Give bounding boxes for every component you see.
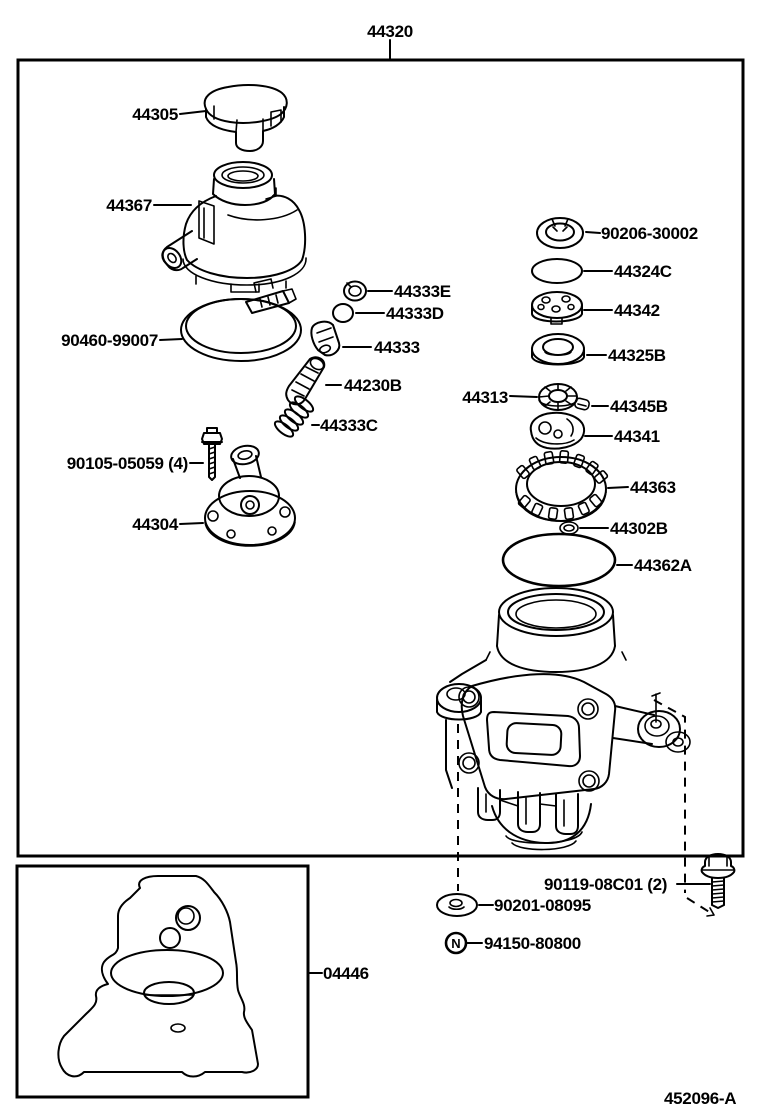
label-washer-90201-08095: 90201-08095 (494, 896, 591, 915)
label-spring-44333c: 44333C (320, 416, 378, 435)
seal-44333e-drawing (343, 280, 367, 302)
label-rotor-44313: 44313 (462, 388, 508, 407)
label-oring-44324c: 44324C (614, 262, 672, 281)
oring-44302b-drawing (559, 521, 579, 535)
spring-drawing (273, 395, 315, 438)
label-snap-ring-90206-30002: 90206-30002 (601, 224, 698, 243)
snap-ring-drawing (536, 217, 584, 249)
pump-body-drawing (436, 587, 691, 851)
front-plate-drawing (529, 411, 586, 450)
label-seal-44333e: 44333E (394, 282, 451, 301)
label-oring-44302b: 44302B (610, 519, 668, 538)
label-oring-44362a: 44362A (634, 556, 692, 575)
rear-plate-drawing (531, 291, 583, 325)
flange-bolt-drawing (201, 427, 223, 481)
bolt-alignment-dashes (457, 699, 715, 917)
label-front-plate-44341: 44341 (614, 427, 660, 446)
rotor-drawing (538, 383, 578, 411)
label-union-44333: 44333 (374, 338, 420, 357)
nut-symbol-drawing: N (444, 931, 468, 955)
label-clamp-90460-99007: 90460-99007 (61, 331, 158, 350)
label-seal-44325b: 44325B (608, 346, 666, 365)
seal-44325b-drawing (531, 333, 585, 366)
label-suction-flange-44304: 44304 (132, 515, 178, 534)
assembly-boundary-box (16, 58, 745, 858)
clamp-drawing (180, 278, 302, 362)
label-vane-44345b: 44345B (610, 397, 668, 416)
label-reservoir-44367: 44367 (106, 196, 152, 215)
reservoir-drawing (161, 161, 307, 293)
oring-44324c-drawing (531, 258, 583, 284)
label-assembly-44320: 44320 (367, 22, 413, 41)
label-cam-ring-44363: 44363 (630, 478, 676, 497)
label-oring-44333d: 44333D (386, 304, 444, 323)
label-rear-plate-44342: 44342 (614, 301, 660, 320)
oring-44362a-drawing (501, 532, 617, 588)
label-gasket-kit-04446: 04446 (323, 964, 369, 983)
vane-drawing (574, 397, 590, 411)
union-valve-drawing (310, 320, 341, 357)
washer-drawing (436, 893, 478, 917)
cam-ring-drawing (515, 450, 609, 522)
suction-flange-drawing (204, 444, 296, 547)
gasket-kit-box (15, 864, 310, 1099)
label-cap-44305: 44305 (132, 105, 178, 124)
label-mount-bolt-90119-08c01: 90119-08C01 (2) (544, 875, 668, 894)
gasket-kit-drawing (57, 875, 259, 1078)
figure-code: 452096-A (664, 1089, 737, 1108)
cap-drawing (203, 84, 288, 152)
plunger-drawing (285, 356, 326, 406)
label-flange-bolt-90105-05059: 90105-05059 (4) (66, 454, 189, 473)
mount-bolt-drawing (700, 853, 736, 909)
oring-44333d-drawing (332, 303, 354, 323)
nut-symbol-letter: N (451, 936, 460, 951)
leader-lines (153, 39, 711, 974)
label-nut-94150-80800: 94150-80800 (484, 934, 581, 953)
label-plunger-44230b: 44230B (344, 376, 402, 395)
